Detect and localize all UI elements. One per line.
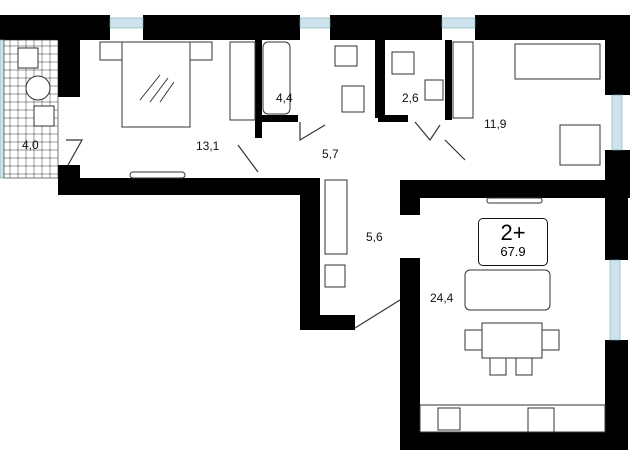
room-area-bedroom-2: 11,9 <box>484 117 507 131</box>
room-area-bedroom: 13,1 <box>196 139 220 153</box>
doors <box>66 121 466 329</box>
room-count: 2+ <box>500 220 526 245</box>
wardrobe-2 <box>452 41 474 119</box>
panel <box>324 264 346 288</box>
balcony-table <box>25 75 51 101</box>
stove <box>527 407 555 433</box>
sink-2 <box>424 79 444 101</box>
toilet <box>334 45 358 67</box>
toilet-2 <box>391 51 415 75</box>
furniture <box>17 41 606 433</box>
tv <box>129 171 186 179</box>
kitchen-sink <box>437 407 461 431</box>
room-area-balcony: 4,0 <box>22 138 39 152</box>
tv-2 <box>486 197 543 204</box>
room-area-corridor: 5,6 <box>366 230 383 244</box>
desk <box>559 124 601 166</box>
double-bed <box>121 41 191 128</box>
chair-2 <box>541 329 560 351</box>
room-area-wc: 2,6 <box>402 91 419 105</box>
room-area-bathroom: 4,4 <box>276 91 293 105</box>
room-area-living-kitchen: 24,4 <box>430 291 454 305</box>
walls <box>0 15 630 450</box>
bathtub <box>262 41 291 115</box>
single-bed <box>514 43 601 80</box>
wardrobe <box>229 41 256 121</box>
chair <box>464 329 483 351</box>
sink <box>341 85 365 113</box>
total-area: 67.9 <box>500 244 526 259</box>
sofa <box>464 269 551 311</box>
room-area-hall: 5,7 <box>322 147 339 161</box>
nightstand-2 <box>189 41 213 61</box>
wardrobe-3 <box>324 179 348 255</box>
apartment-badge: 2+ 67.9 <box>478 218 548 266</box>
dining-table <box>481 322 543 359</box>
chair-4 <box>515 357 533 376</box>
nightstand <box>99 41 123 61</box>
balcony-chair <box>17 47 39 69</box>
balcony-chair-2 <box>33 105 55 127</box>
chair-3 <box>489 357 507 376</box>
